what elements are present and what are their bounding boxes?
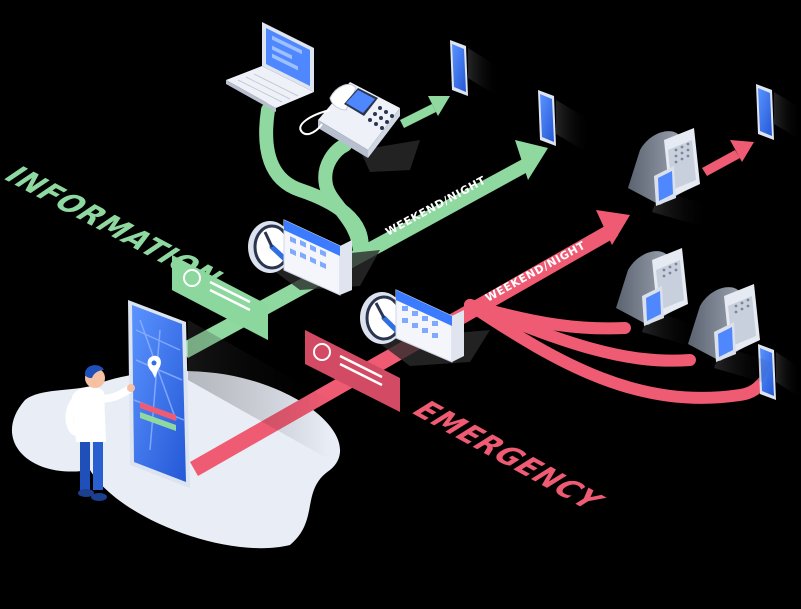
intercom-icon xyxy=(688,284,760,362)
information-call-button xyxy=(172,255,268,340)
schedule-green xyxy=(248,219,380,296)
call-button-icon xyxy=(313,343,331,361)
clock-icon xyxy=(248,221,292,273)
calendar-icon xyxy=(283,219,352,296)
laptop-icon xyxy=(226,22,314,112)
weekend-night-label-red: WEEKEND/NIGHT xyxy=(483,239,588,305)
emergency-label: EMERGENCY xyxy=(403,397,612,515)
smartphone-3 xyxy=(756,84,801,140)
person-icon xyxy=(65,365,135,501)
smartphone-1 xyxy=(450,40,500,98)
intercom-icon xyxy=(628,128,700,206)
intercom-2 xyxy=(616,248,700,346)
weekend-night-label-green: WEEKEND/NIGHT xyxy=(383,174,488,239)
forward-arrow-red xyxy=(702,140,754,176)
intercom-icon xyxy=(616,248,688,326)
green-branches xyxy=(259,103,369,262)
intercom-3 xyxy=(688,284,772,382)
calendar-icon xyxy=(395,289,464,363)
forward-arrow-green xyxy=(400,96,450,128)
kiosk-screen-icon xyxy=(128,300,330,488)
intercom-1 xyxy=(628,128,710,226)
schedule-red xyxy=(360,289,490,366)
call-button-icon xyxy=(183,269,201,287)
desk-phone-icon xyxy=(299,82,420,172)
emergency-call-button xyxy=(305,330,400,412)
red-branches xyxy=(464,299,771,404)
smartphone-2 xyxy=(538,90,590,154)
